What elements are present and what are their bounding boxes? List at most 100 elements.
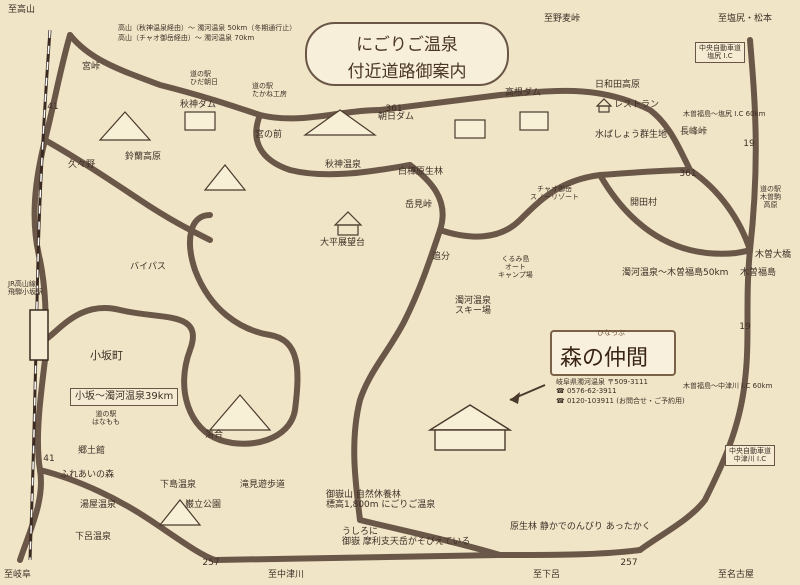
road-19 xyxy=(637,37,759,553)
place-takimi: 滝見遊歩道 xyxy=(240,480,286,490)
to-shiojiri-label: 至塩尻・松本 xyxy=(718,14,773,24)
place-kurumijima: くるみ島 オート キャンプ場 xyxy=(498,255,533,280)
dam-icons xyxy=(184,111,549,139)
route-41-north: 41 xyxy=(47,102,59,112)
road-nigorigo-main xyxy=(351,162,446,523)
route-257-east: 257 xyxy=(620,558,638,568)
brand-zip: 〒509-3111 xyxy=(607,378,648,386)
info-kiso-nakatsugawa-dist: 木曽福島～中津川 I.C 60km xyxy=(683,382,773,390)
place-kiso-fukushima: 木曽福島 xyxy=(740,268,777,278)
place-osaka-town: 小坂町 xyxy=(90,349,123,362)
station-marker xyxy=(29,309,49,361)
route-19-north: 19 xyxy=(743,139,755,149)
place-ohira-tenbodai: 大平展望台 xyxy=(320,238,366,248)
mountain-icon xyxy=(158,499,202,526)
ushiro-text: うしろに 御嶽 摩利支天岳がそびえている xyxy=(342,527,471,548)
to-gifu-label: 至岐阜 xyxy=(4,570,32,580)
place-restaurant: レストラン xyxy=(614,100,660,110)
mountain-icon xyxy=(203,164,247,191)
title-line1: にごりご温泉 xyxy=(356,35,458,55)
place-kainoda: 開田村 xyxy=(630,198,658,208)
tower-icon xyxy=(333,211,363,236)
place-shimojima: 下島温泉 xyxy=(160,480,197,490)
place-ganritsu: 巌立公園 xyxy=(185,500,222,510)
place-gero-onsen: 下呂温泉 xyxy=(75,532,112,542)
road-ontake-lower xyxy=(357,517,503,558)
dam-icon xyxy=(519,111,549,131)
to-takayama-label: 至高山 xyxy=(8,5,36,15)
place-kiso-michinoeki: 道の駅 木曽駒 高原 xyxy=(760,185,781,210)
place-kuguno: 久々野 xyxy=(68,160,96,170)
road-akigami xyxy=(253,112,413,178)
place-oiwake: 追分 xyxy=(432,252,451,262)
building-icon xyxy=(427,404,513,451)
road-257 xyxy=(212,547,643,563)
mountain-icon xyxy=(98,111,152,141)
place-takane-dam: 高根ダム xyxy=(505,88,542,98)
place-suzuran-kogen: 鈴蘭高原 xyxy=(125,152,162,162)
info-kiso-shiojiri-dist: 木曽福島～塩尻 I.C 60km xyxy=(683,110,766,118)
place-onimiyama: 岳見峠 xyxy=(405,200,433,210)
place-hiwada-kogen: 日和田高原 xyxy=(595,80,641,90)
osaka-distance-box: 小坂～濁河温泉39km xyxy=(70,388,179,406)
road-361 xyxy=(377,87,693,173)
distance-note-line2: 高山（チャオ御岳経由）～ 濁河温泉 70km xyxy=(118,34,255,42)
to-nakatsugawa-label: 至中津川 xyxy=(268,570,305,580)
place-nigorigo-ski: 濁河温泉 スキー場 xyxy=(455,296,492,317)
road-takayama-miyatoge xyxy=(67,32,383,122)
place-mizubasho: 水ばしょう群生地 xyxy=(595,130,668,140)
to-gero-label: 至下呂 xyxy=(533,570,561,580)
place-bypass: バイパス xyxy=(130,262,166,272)
place-michinoeki-hanamomo: 道の駅 はなもも xyxy=(92,410,120,427)
road-oiwake-east xyxy=(437,167,693,240)
ontake-forest-text: 御嶽山 自然休養林 標高1,800m にごりご温泉 xyxy=(326,490,436,511)
route-257-west: 257 xyxy=(202,558,220,568)
brand-tel2-note: (お問合せ・ご予約用) xyxy=(616,396,685,405)
place-shirakaba: 白樺原生林 xyxy=(398,167,444,177)
place-ciao-ontake: チャオ御岳 スノーリゾート xyxy=(530,185,579,202)
route-361-west: 361 xyxy=(385,104,403,114)
to-nagoya-label: 至名古屋 xyxy=(718,570,755,580)
route-41-south: 41 xyxy=(43,454,55,464)
place-kiso-ohashi: 木曽大橋 xyxy=(755,250,792,260)
map-title: にごりご温泉 付近道路御案内 xyxy=(305,22,509,86)
place-yuya-onsen: 湯屋温泉 xyxy=(80,500,117,510)
place-fureai: ふれあいの森 xyxy=(60,470,115,480)
brand-ruby: ひなっぷ xyxy=(597,329,625,337)
restaurant-icon xyxy=(595,98,613,113)
brand-tel2: ☎ 0120-103911 xyxy=(556,396,615,405)
dam-icon xyxy=(184,111,216,131)
mountain-icon xyxy=(303,109,377,136)
place-miyanomae: 宮の前 xyxy=(255,130,283,140)
place-ochiai: 落合 xyxy=(205,430,224,440)
place-miyatoge: 宮峠 xyxy=(82,62,101,72)
distance-note-line1: 高山（秋神温泉経由）～ 濁河温泉 50km（冬期通行止） xyxy=(118,24,297,32)
place-gokyokan: 郷土館 xyxy=(78,446,106,456)
brand-box: ひなっぷ 森の仲間 xyxy=(550,329,676,376)
brand-name: 森の仲間 xyxy=(560,346,649,371)
railway xyxy=(28,29,52,561)
road-361-lower xyxy=(687,167,753,253)
place-michinoeki-hida-asahi: 道の駅 ひだ朝日 xyxy=(190,70,218,87)
place-nagamine-toge: 長峰峠 xyxy=(680,127,708,137)
place-asahi-dam: 朝日ダム xyxy=(378,112,415,122)
mountain-icon xyxy=(208,394,272,431)
route-361-east: 361 xyxy=(679,169,697,179)
mountains xyxy=(98,109,377,526)
place-jr-line: JR高山線 飛騨小坂駅 xyxy=(8,280,43,297)
road-gero xyxy=(37,467,218,563)
title-line2: 付近道路御案内 xyxy=(347,62,467,82)
info-chuo-shiojiri: 中央自動車道 塩尻 I.C xyxy=(695,42,745,63)
place-akigami-dam: 秋神ダム xyxy=(180,100,217,110)
place-nigorigo-kiso: 濁河温泉～木曽福島50km xyxy=(622,268,729,278)
place-akigami-onsen: 秋神温泉 xyxy=(325,160,362,170)
brand-address: 岐阜県濁河温泉 xyxy=(556,378,605,386)
road-kiso xyxy=(597,172,753,257)
road-osaka-loop xyxy=(42,212,301,447)
genseirin-text: 原生林 静かでのんびり あったかく xyxy=(510,522,651,532)
place-michinoeki-takane: 道の駅 たかね工房 xyxy=(252,82,287,99)
brand-tel1: ☎ 0576-62-3911 xyxy=(556,387,617,396)
info-chuo-nakatsugawa: 中央自動車道 中津川 I.C xyxy=(725,445,775,466)
